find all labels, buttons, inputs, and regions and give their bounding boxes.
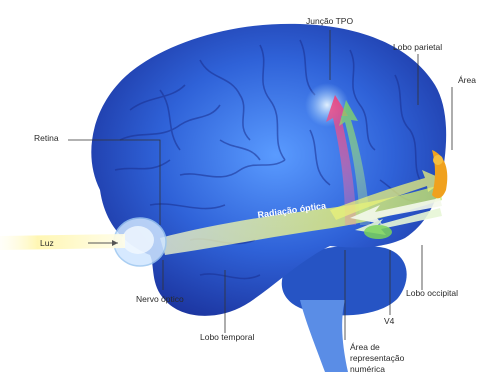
brainstem xyxy=(300,300,348,372)
label-area-top: Área xyxy=(458,75,476,85)
label-lobo-parietal: Lobo parietal xyxy=(393,42,442,52)
label-juncao-tpo: Junção TPO xyxy=(306,16,353,26)
label-lobo-occipital: Lobo occipital xyxy=(406,288,458,298)
label-v4: V4 xyxy=(384,316,395,326)
label-area-rep-1: Área de xyxy=(350,342,380,352)
v4-region xyxy=(364,225,392,239)
label-area-rep-2: representação xyxy=(350,353,405,363)
light-beam xyxy=(0,234,125,250)
label-area-rep-3: numérica xyxy=(350,364,385,374)
label-lobo-temporal: Lobo temporal xyxy=(200,332,254,342)
label-nervo-optico: Nervo óptico xyxy=(136,294,184,304)
label-luz: Luz xyxy=(40,238,54,248)
label-retina: Retina xyxy=(34,133,59,143)
eye-glow xyxy=(122,226,154,254)
